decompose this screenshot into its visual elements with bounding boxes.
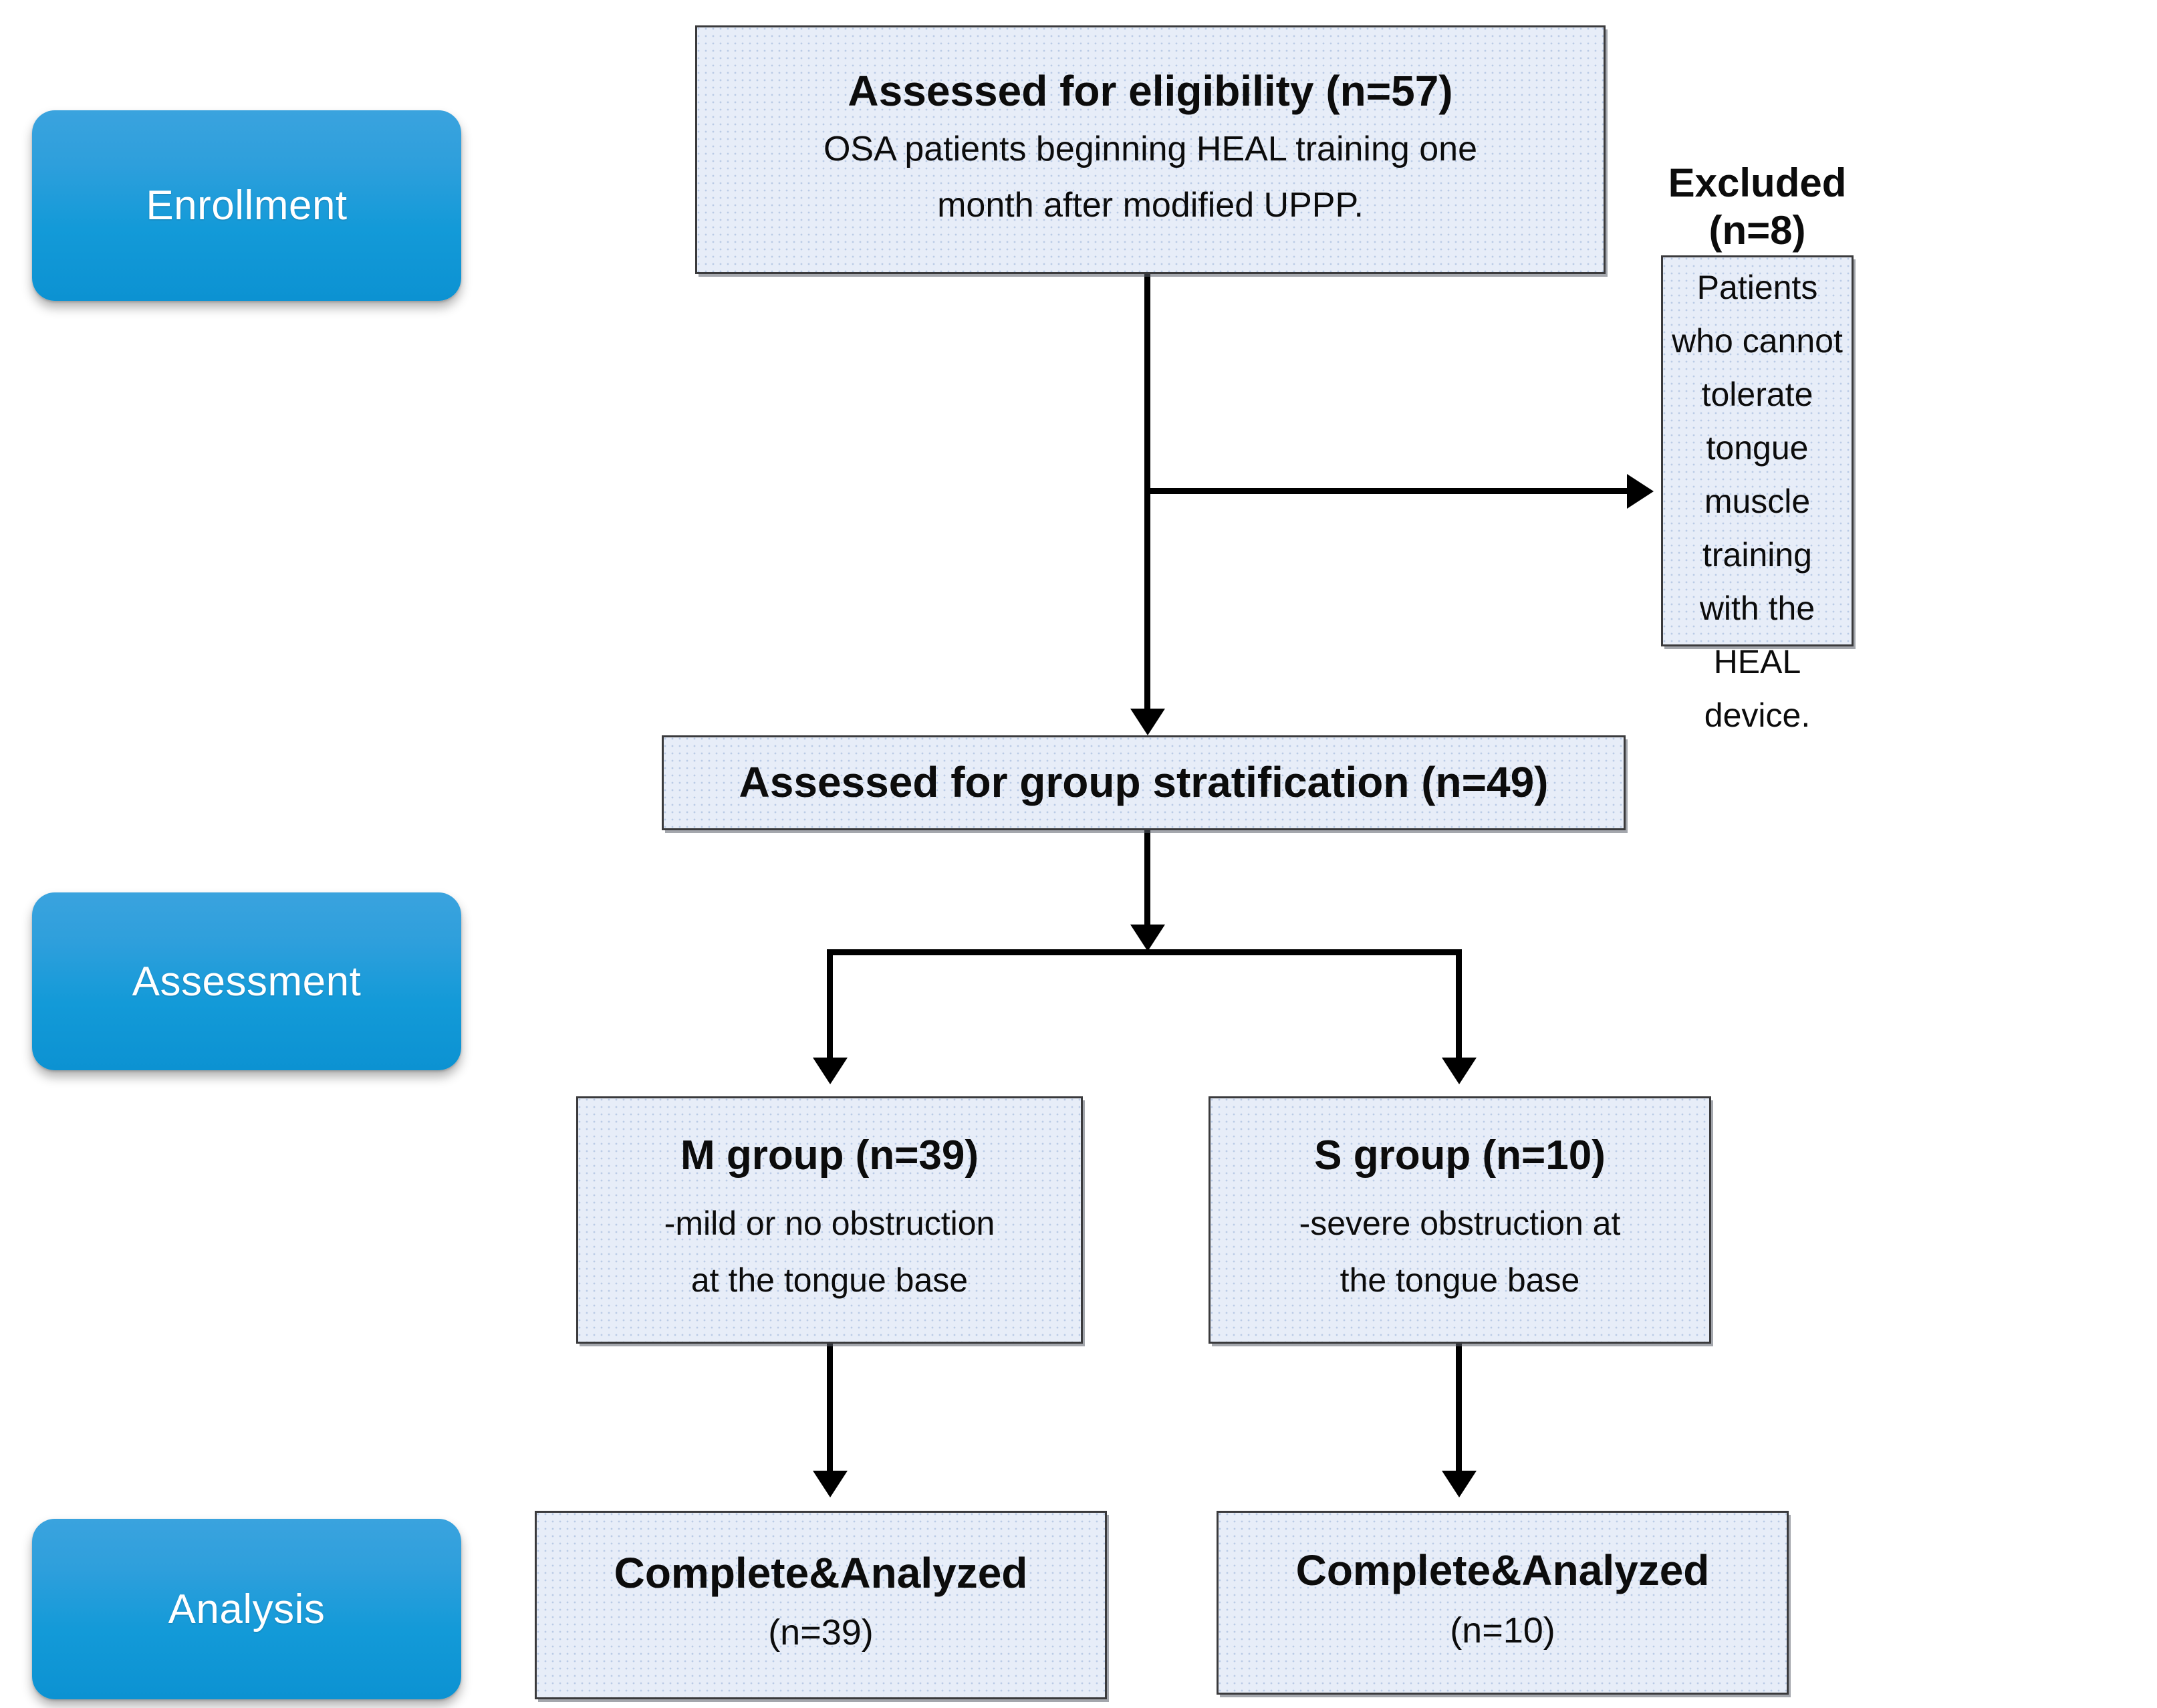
node-count: (n=10) <box>1450 1610 1555 1651</box>
node-detail-line-2: the tongue base <box>1340 1261 1580 1299</box>
node-detail-line-1: -mild or no obstruction <box>664 1204 995 1242</box>
stage-label-text: Enrollment <box>146 182 348 229</box>
node-detail-line-1: Patients who cannot <box>1672 269 1843 360</box>
node-detail-line-1: -severe obstruction at <box>1299 1204 1621 1242</box>
connector-fork-left <box>827 949 833 1063</box>
arrowhead-to-m-complete <box>813 1471 848 1497</box>
stage-label-text: Assessment <box>132 958 362 1005</box>
node-title: Complete&Analyzed <box>614 1548 1028 1597</box>
node-title: Assessed for group stratification (n=49) <box>739 758 1549 807</box>
connector-fork-right <box>1456 949 1462 1063</box>
node-detail-line-2: tolerate tongue muscle <box>1701 376 1813 521</box>
node-title: Complete&Analyzed <box>1295 1546 1710 1594</box>
node-assessed-for-group-stratification: Assessed for group stratification (n=49) <box>662 735 1626 830</box>
arrowhead-to-s-group <box>1442 1058 1477 1084</box>
connector-m-group-to-complete <box>827 1344 833 1477</box>
node-title: Assessed for eligibility (n=57) <box>848 67 1453 115</box>
stage-label-assessment: Assessment <box>32 892 461 1070</box>
node-detail-line-1: OSA patients beginning HEAL training one <box>823 129 1478 168</box>
arrowhead-to-m-group <box>813 1058 848 1084</box>
stage-label-enrollment: Enrollment <box>32 110 461 301</box>
arrowhead-to-excluded <box>1627 474 1654 509</box>
connector-stratification-down <box>1144 829 1150 933</box>
node-complete-analyzed-s: Complete&Analyzed (n=10) <box>1217 1511 1789 1695</box>
node-detail-line-4: device. <box>1704 697 1811 735</box>
node-count: (n=39) <box>768 1612 874 1653</box>
connector-fork-bar <box>827 949 1462 955</box>
node-s-group: S group (n=10) -severe obstruction at th… <box>1209 1096 1711 1344</box>
node-detail-line-3: training with the HEAL <box>1699 536 1815 681</box>
node-detail-line-2: at the tongue base <box>690 1261 969 1299</box>
connector-branch-to-excluded <box>1144 488 1627 494</box>
node-m-group: M group (n=39) -mild or no obstruction a… <box>576 1096 1083 1344</box>
node-assessed-for-eligibility: Assessed for eligibility (n=57) OSA pati… <box>695 25 1606 274</box>
stage-label-text: Analysis <box>168 1586 326 1632</box>
node-complete-analyzed-m: Complete&Analyzed (n=39) <box>535 1511 1107 1699</box>
node-detail-line-2: month after modified UPPP. <box>937 185 1364 225</box>
connector-s-group-to-complete <box>1456 1344 1462 1477</box>
arrowhead-to-fork <box>1130 925 1165 951</box>
node-title: M group (n=39) <box>680 1132 979 1179</box>
node-excluded: Excluded (n=8) Patients who cannot toler… <box>1661 160 1854 734</box>
stage-label-analysis: Analysis <box>32 1519 461 1699</box>
arrowhead-to-s-complete <box>1442 1471 1477 1497</box>
node-title: S group (n=10) <box>1314 1132 1606 1179</box>
arrowhead-to-stratification <box>1130 709 1165 735</box>
node-title: Excluded (n=8) <box>1668 160 1847 253</box>
